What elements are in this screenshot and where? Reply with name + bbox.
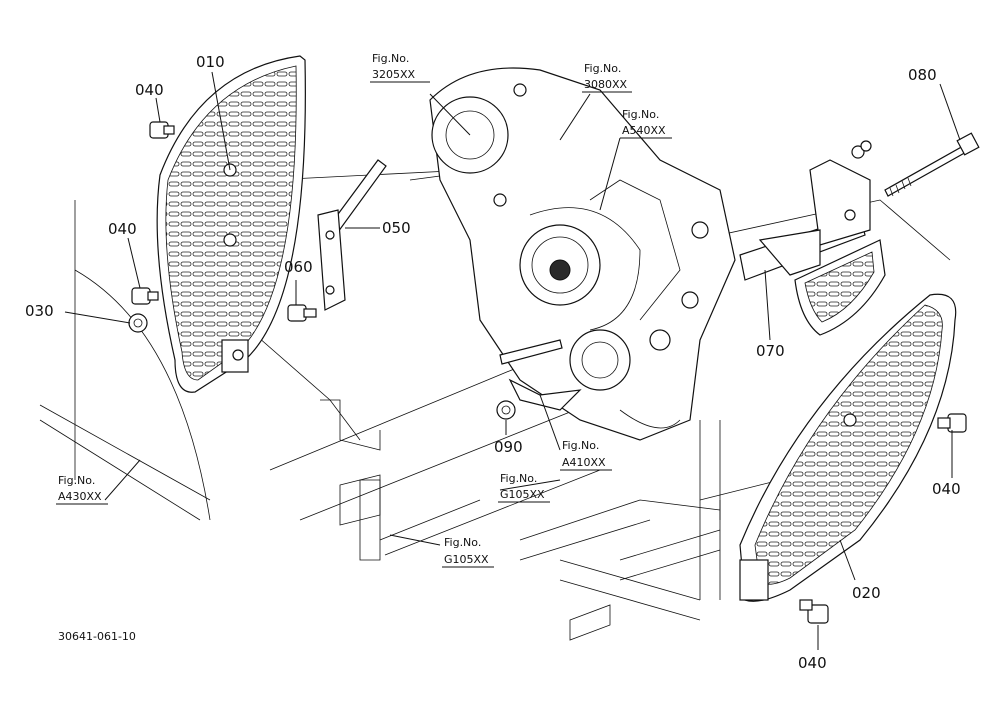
svg-text:A430XX: A430XX	[58, 490, 102, 503]
part-label-060: 060	[284, 258, 313, 276]
part-label-030: 030	[25, 302, 54, 320]
bolt-040-right	[937, 413, 967, 433]
svg-text:Fig.No.: Fig.No.	[622, 108, 659, 121]
bracket-070	[739, 159, 871, 281]
svg-text:Fig.No.: Fig.No.	[584, 62, 621, 75]
svg-text:A410XX: A410XX	[562, 456, 606, 469]
bolt-040-upper	[149, 121, 175, 139]
part-label-080: 080	[908, 66, 937, 84]
part-labels: 010 040 040 030 050 060 080 070 090 040 …	[25, 53, 961, 672]
leader-lines	[64, 71, 961, 650]
part-label-070: 070	[756, 342, 785, 360]
part-label-010: 010	[196, 53, 225, 71]
svg-text:G105XX: G105XX	[500, 488, 545, 501]
part-label-040-upper: 040	[135, 81, 164, 99]
part-label-020: 020	[852, 584, 881, 602]
svg-text:3205XX: 3205XX	[372, 68, 416, 81]
part-label-050: 050	[382, 219, 411, 237]
bolt-080	[851, 132, 980, 197]
part-label-040-middle: 040	[108, 220, 137, 238]
bolt-040-middle	[131, 287, 159, 305]
nut-090	[496, 400, 516, 420]
svg-text:Fig.No.: Fig.No.	[500, 472, 537, 485]
svg-text:Fig.No.: Fig.No.	[58, 474, 95, 487]
fig-ref-3080xx: Fig.No. 3080XX	[582, 62, 632, 93]
right-grille	[739, 293, 957, 602]
left-grille	[156, 55, 306, 393]
fig-ref-a540xx: Fig.No. A540XX	[620, 108, 672, 139]
bolt-040-bottom	[799, 599, 829, 624]
svg-text:3080XX: 3080XX	[584, 78, 628, 91]
part-label-040-right: 040	[932, 480, 961, 498]
fig-ref-g105xx-upper: Fig.No. G105XX	[498, 472, 550, 503]
svg-text:Fig.No.: Fig.No.	[562, 439, 599, 452]
svg-text:Fig.No.: Fig.No.	[444, 536, 481, 549]
figure-references: Fig.No. 3205XX Fig.No. 3080XX Fig.No. A5…	[56, 52, 672, 568]
stay-050	[317, 159, 387, 311]
svg-text:G105XX: G105XX	[444, 553, 489, 566]
fig-ref-g105xx-lower: Fig.No. G105XX	[442, 536, 494, 568]
bolt-060	[287, 304, 317, 322]
engine-assembly	[429, 67, 736, 441]
fig-ref-a430xx: Fig.No. A430XX	[56, 474, 108, 505]
drawing-code: 30641-061-10	[58, 630, 136, 643]
svg-text:A540XX: A540XX	[622, 124, 666, 137]
part-label-040-bottom: 040	[798, 654, 827, 672]
fig-ref-a410xx: Fig.No. A410XX	[560, 439, 612, 471]
collar-030	[128, 313, 148, 333]
fig-ref-3205xx: Fig.No. 3205XX	[370, 52, 430, 83]
svg-text:Fig.No.: Fig.No.	[372, 52, 409, 65]
part-label-090: 090	[494, 438, 523, 456]
rear-screen	[794, 239, 886, 336]
